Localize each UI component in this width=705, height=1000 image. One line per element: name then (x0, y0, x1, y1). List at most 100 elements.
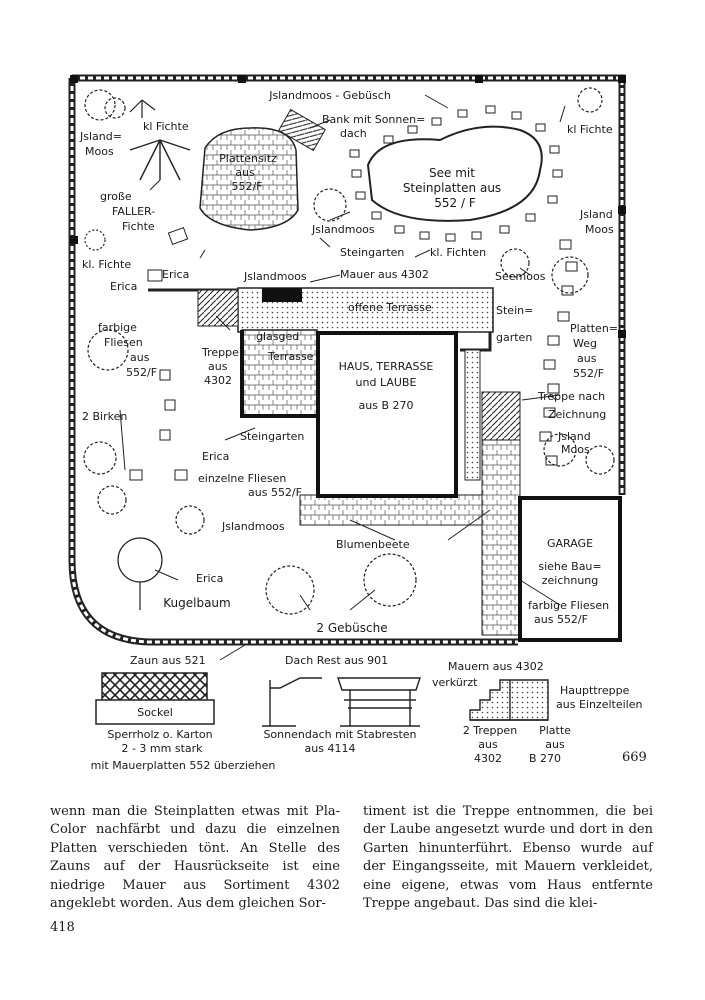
label-sperrholz-3: mit Mauerplatten 552 überziehen (91, 759, 276, 772)
label-grosse-1: große (100, 190, 132, 203)
label-sockel: Sockel (137, 706, 173, 719)
label-farbige-2: Fliesen (104, 336, 143, 349)
label-treppe-1: Treppe (201, 346, 239, 359)
label-garage-3: zeichnung (542, 574, 599, 587)
label-dach-rest: Dach Rest aus 901 (285, 654, 388, 667)
label-kl-fichte-left: kl. Fichte (82, 258, 131, 271)
page-number: 418 (50, 920, 75, 935)
label-bank-1: Bank mit Sonnen= (322, 113, 425, 126)
label-treppe-3: 4302 (204, 374, 232, 387)
label-jslandmoos-low: Jslandmoos (221, 520, 285, 533)
paragraph-left: wenn man die Steinplatten etwas mit Pla-… (50, 804, 340, 912)
label-platten-2: Weg (573, 337, 597, 350)
label-terrasse: Terrasse (267, 350, 314, 363)
label-gebuesche: 2 Gebüsche (316, 621, 387, 635)
label-zwei-treppen-1: 2 Treppen (463, 724, 517, 737)
label-erica-low: Erica (196, 572, 223, 585)
label-seemoos: Seemoos (495, 270, 546, 283)
label-sonnendach-1: Sonnendach mit Stabresten (263, 728, 416, 741)
label-jslandmoos-top: Jslandmoos (311, 223, 375, 236)
label-steingarten-top: Steingarten (340, 246, 404, 259)
label-haus-1: HAUS, TERRASSE (339, 360, 434, 373)
stepping-stones-left (129, 226, 189, 481)
body-text: wenn man die Steinplatten etwas mit Pla-… (50, 803, 653, 913)
label-sperrholz-2: 2 - 3 mm stark (121, 742, 203, 755)
label-jsland-moos-1: Jsland= (79, 130, 122, 143)
label-treppe-nach-1: Treppe nach (537, 390, 605, 403)
label-haupttreppe-1: Haupttreppe (560, 684, 630, 697)
label-zwei-treppen-2: aus (478, 738, 498, 751)
label-platte-2: aus (545, 738, 565, 751)
label-grosse-2: FALLER- (112, 205, 155, 218)
label-kugelbaum: Kugelbaum (163, 596, 230, 610)
sun-roof-detail (262, 677, 421, 727)
label-glasged: glasged (256, 330, 299, 343)
label-treppe-nach-2: Zeichnung (548, 408, 606, 421)
label-grosse-3: Fichte (122, 220, 155, 233)
label-farbige-4: 552/F (126, 366, 157, 379)
label-jslandmoos-gebuesch: Jslandmoos - Gebüsch (268, 89, 391, 102)
label-jsland-moos-r4: Moos (561, 443, 590, 456)
label-jsland-moos-r2: Moos (585, 223, 614, 236)
label-farbige-1: farbige (98, 321, 137, 334)
label-stein-1: Stein= (496, 304, 533, 317)
garden-fence-border (68, 74, 626, 646)
label-mauer-4302: Mauer aus 4302 (340, 268, 429, 281)
label-see-3: 552 / F (434, 196, 476, 210)
label-steingarten-mid: Steingarten (240, 430, 304, 443)
label-platte-1: Platte (539, 724, 571, 737)
label-stein-2: garten (496, 331, 532, 344)
garage-outline (518, 496, 622, 642)
label-birken: 2 Birken (82, 410, 127, 423)
stair-detail (469, 679, 549, 721)
plattensitz-area (199, 127, 299, 231)
label-erica-mid: Erica (202, 450, 229, 463)
label-erica-top: Erica (162, 268, 189, 281)
label-zwei-treppen-3: 4302 (474, 752, 502, 765)
label-treppe-2: aus (208, 360, 228, 373)
label-verkurzt: verkürzt (432, 676, 478, 689)
label-platten-1: Platten= (570, 322, 618, 335)
label-farbige-3: aus (130, 351, 150, 364)
terrace-structure (148, 287, 521, 636)
label-zaun: Zaun aus 521 (130, 654, 206, 667)
label-kl-fichte-right: kl Fichte (567, 123, 613, 136)
label-garage-1: GARAGE (547, 537, 593, 550)
label-erica-left: Erica (110, 280, 137, 293)
label-haus-2: und LAUBE (356, 376, 417, 389)
label-jsland-moos-r1: Jsland (579, 208, 613, 221)
label-haupttreppe-2: aus Einzelteilen (556, 698, 642, 711)
label-garage-2: siehe Bau= (538, 560, 601, 573)
label-see-2: Steinplatten aus (403, 181, 501, 195)
leader-lines (119, 94, 566, 661)
lake-shape (366, 125, 543, 222)
label-blumenbeete: Blumenbeete (336, 538, 410, 551)
label-platten-4: 552/F (573, 367, 604, 380)
label-jsland-moos-2: Moos (85, 145, 114, 158)
label-plattensitz-1: Plattensitz (219, 152, 277, 165)
label-jslandmoos-mid: Jslandmoos (243, 270, 307, 283)
label-farbige-fl-2: aus 552/F (534, 613, 588, 626)
label-mauern: Mauern aus 4302 (448, 660, 544, 673)
house-outline (316, 331, 458, 498)
label-einzelne-2: aus 552/F (248, 486, 302, 499)
bench-shape (277, 108, 327, 152)
label-kl-fichten: kl. Fichten (430, 246, 486, 259)
label-einzelne-1: einzelne Fliesen (198, 472, 286, 485)
fence-detail (95, 672, 215, 725)
label-see-1: See mit (429, 166, 475, 180)
stepping-stones-right (539, 239, 578, 466)
label-jsland-moos-r3: Jsland (557, 430, 591, 443)
paragraph-right: timent ist die Treppe entnommen, die bei… (363, 804, 653, 912)
text-column-right: timent ist die Treppe entnommen, die bei… (363, 803, 653, 913)
label-sperrholz-1: Sperrholz o. Karton (107, 728, 212, 741)
label-plattensitz-3: 552/F (231, 180, 262, 193)
label-kl-fichte: kl Fichte (143, 120, 189, 133)
label-farbige-fl-1: farbige Fliesen (528, 599, 609, 612)
text-column-left: wenn man die Steinplatten etwas mit Pla-… (50, 803, 340, 913)
lake-stone-ring (349, 105, 563, 242)
label-plattensitz-2: aus (235, 166, 255, 179)
garden-plan-figure: Jslandmoos - Gebüsch kl Fichte kl Fichte… (68, 74, 647, 772)
label-platten-3: aus (577, 352, 597, 365)
figure-number: 669 (622, 750, 647, 765)
